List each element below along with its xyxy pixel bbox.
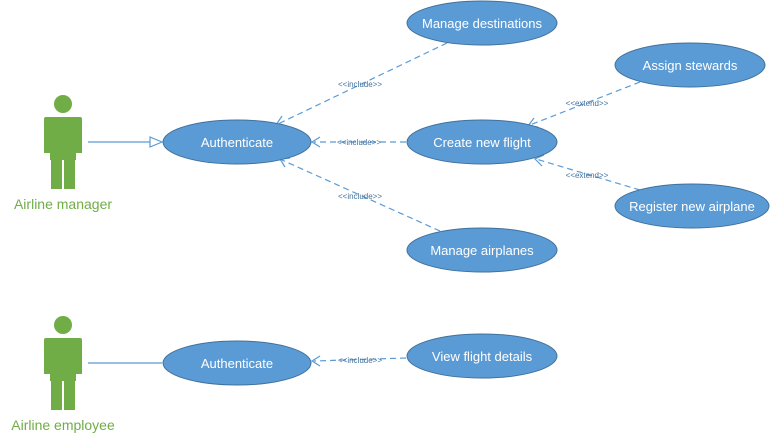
usecase-label: Authenticate bbox=[201, 356, 273, 371]
include-line-view-flight-details bbox=[313, 357, 407, 362]
usecase-label: Authenticate bbox=[201, 135, 273, 150]
usecase-label: Assign stewards bbox=[643, 58, 738, 73]
usecase-view-flight-details[interactable]: View flight details bbox=[406, 333, 558, 379]
actor-person-icon bbox=[44, 316, 82, 410]
extend-arrowhead-register-new-airplane bbox=[533, 154, 545, 167]
usecase-label: Create new flight bbox=[433, 135, 531, 150]
include-line-manage-destinations bbox=[277, 42, 448, 125]
actor-label: Airline employee bbox=[11, 417, 115, 433]
include-label-view-flight-details: <<include>> bbox=[338, 356, 382, 365]
usecase-label: Register new airplane bbox=[629, 199, 755, 214]
extend-label-register-new-airplane: <<extend>> bbox=[566, 171, 609, 180]
include-label-create-new-flight: <<include>> bbox=[337, 138, 381, 147]
usecase-label: Manage airplanes bbox=[430, 243, 534, 258]
usecase-label: Manage destinations bbox=[422, 16, 542, 31]
usecase-assign-stewards[interactable]: Assign stewards bbox=[614, 42, 766, 88]
usecase-manage-destinations[interactable]: Manage destinations bbox=[406, 0, 558, 46]
extend-label-assign-stewards: <<extend>> bbox=[566, 99, 609, 108]
usecase-manage-airplanes[interactable]: Manage airplanes bbox=[406, 227, 558, 273]
usecase-authenticate-employee[interactable]: Authenticate bbox=[162, 340, 312, 386]
include-label-manage-destinations: <<include>> bbox=[338, 80, 382, 89]
usecase-authenticate-manager[interactable]: Authenticate bbox=[162, 119, 312, 165]
usecase-label: View flight details bbox=[432, 349, 533, 364]
actor-label: Airline manager bbox=[14, 196, 112, 212]
include-line-manage-airplanes bbox=[281, 159, 441, 232]
actor-person-icon bbox=[44, 95, 82, 189]
usecase-register-new-airplane[interactable]: Register new airplane bbox=[614, 183, 770, 229]
actor-airline-manager[interactable]: Airline manager bbox=[14, 95, 112, 212]
include-label-manage-airplanes: <<include>> bbox=[338, 192, 382, 201]
extend-line-register-new-airplane bbox=[535, 158, 641, 191]
actor-airline-employee[interactable]: Airline employee bbox=[11, 316, 115, 433]
include-arrowhead-create-new-flight bbox=[310, 136, 321, 148]
usecase-create-new-flight[interactable]: Create new flight bbox=[406, 119, 558, 165]
include-arrowhead-view-flight-details bbox=[310, 355, 321, 367]
association-arrowhead bbox=[149, 136, 164, 148]
